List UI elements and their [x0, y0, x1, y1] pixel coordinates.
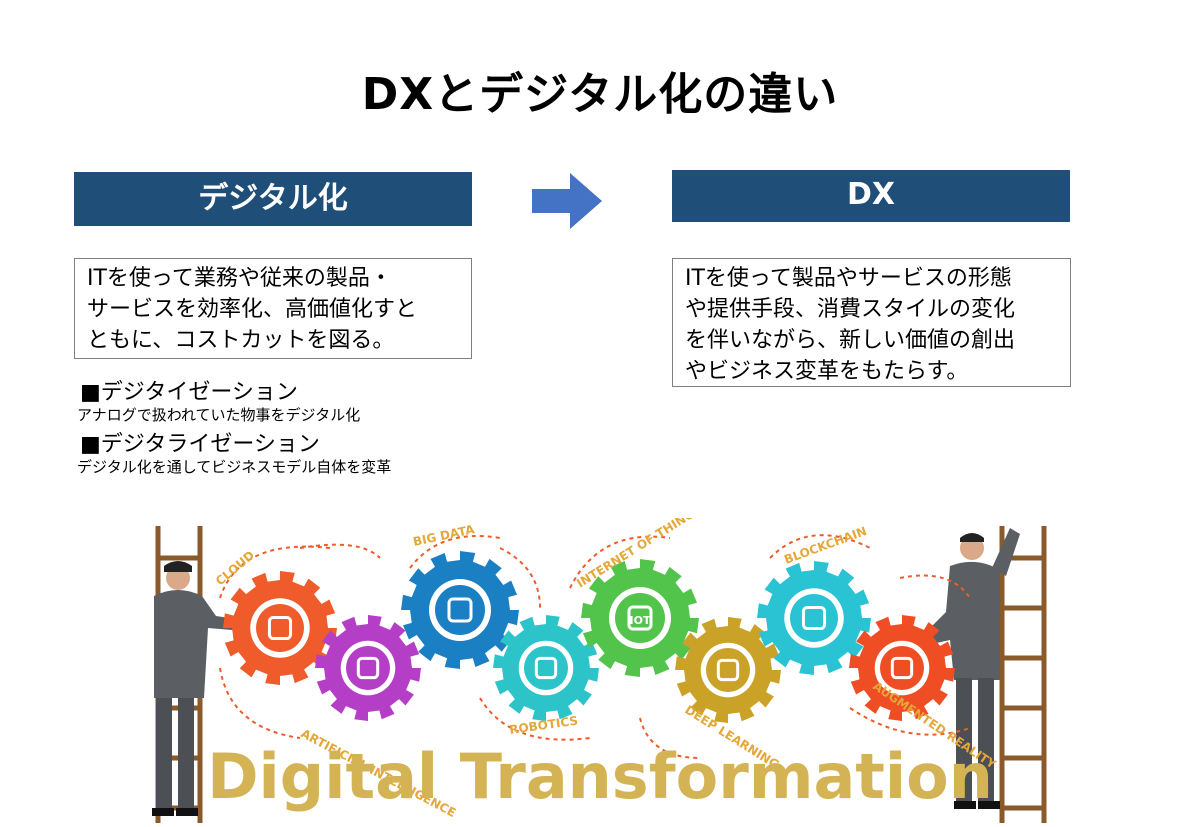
iot-badge: IOT	[630, 614, 651, 627]
term-digitization: ■デジタイゼーション	[80, 380, 298, 405]
gear-label-big-data: BIG DATA	[412, 522, 477, 549]
description-line: やビジネス変革をもたらす。	[685, 359, 969, 384]
gear-ai-icon	[315, 615, 421, 721]
description-line: や提供手段、消費スタイルの変化	[685, 297, 1016, 322]
description-line: ともに、コストカットを図る。	[87, 328, 395, 353]
gear-blockchain-icon	[757, 561, 871, 675]
description-line: を伴いながら、新しい価値の創出	[685, 328, 1016, 353]
gear-deep-learning-icon	[675, 617, 781, 723]
gear-group	[223, 551, 955, 723]
dashed-orbit-arrows	[219, 534, 971, 759]
businessman-left-icon	[152, 561, 256, 816]
gear-cloud-icon	[223, 571, 337, 685]
term-digitization-desc: アナログで扱われていた物事をデジタル化	[77, 406, 361, 424]
gear-label-cloud: CLOUD	[213, 548, 257, 588]
digital-transformation-caption: Digital Transformation	[207, 740, 993, 813]
description-line: ITを使って製品やサービスの形態	[685, 266, 1012, 291]
right-arrow-icon	[532, 173, 602, 229]
gear-ar-icon	[849, 615, 955, 721]
digitalization-header: デジタル化	[74, 172, 472, 226]
term-digitalization-desc: デジタル化を通してビジネスモデル自体を変革	[77, 458, 392, 476]
businessman-right-icon	[926, 528, 1020, 809]
page-title: DXとデジタル化の違い	[361, 69, 839, 120]
description-line: ITを使って業務や従来の製品・	[87, 266, 392, 291]
digitalization-description: ITを使って業務や従来の製品・ サービスを効率化、高価値化すと ともに、コストカ…	[74, 258, 472, 359]
gear-big-data-icon	[401, 551, 519, 669]
description-line: サービスを効率化、高価値化すと	[87, 297, 418, 322]
dx-header: DX	[672, 170, 1070, 222]
right-ladder-icon	[999, 526, 1047, 823]
digital-transformation-illustration: IOT CLOUD ARTIFICIAL INTELLIGENCE BIG DA…	[152, 518, 1047, 823]
gear-label-blockchain: BLOCKCHAIN	[782, 524, 868, 567]
dx-description: ITを使って製品やサービスの形態 や提供手段、消費スタイルの変化 を伴いながら、…	[672, 258, 1071, 387]
term-digitalization: ■デジタライゼーション	[80, 432, 320, 457]
gear-iot-icon	[581, 559, 699, 677]
gear-robotics-icon	[493, 615, 599, 721]
